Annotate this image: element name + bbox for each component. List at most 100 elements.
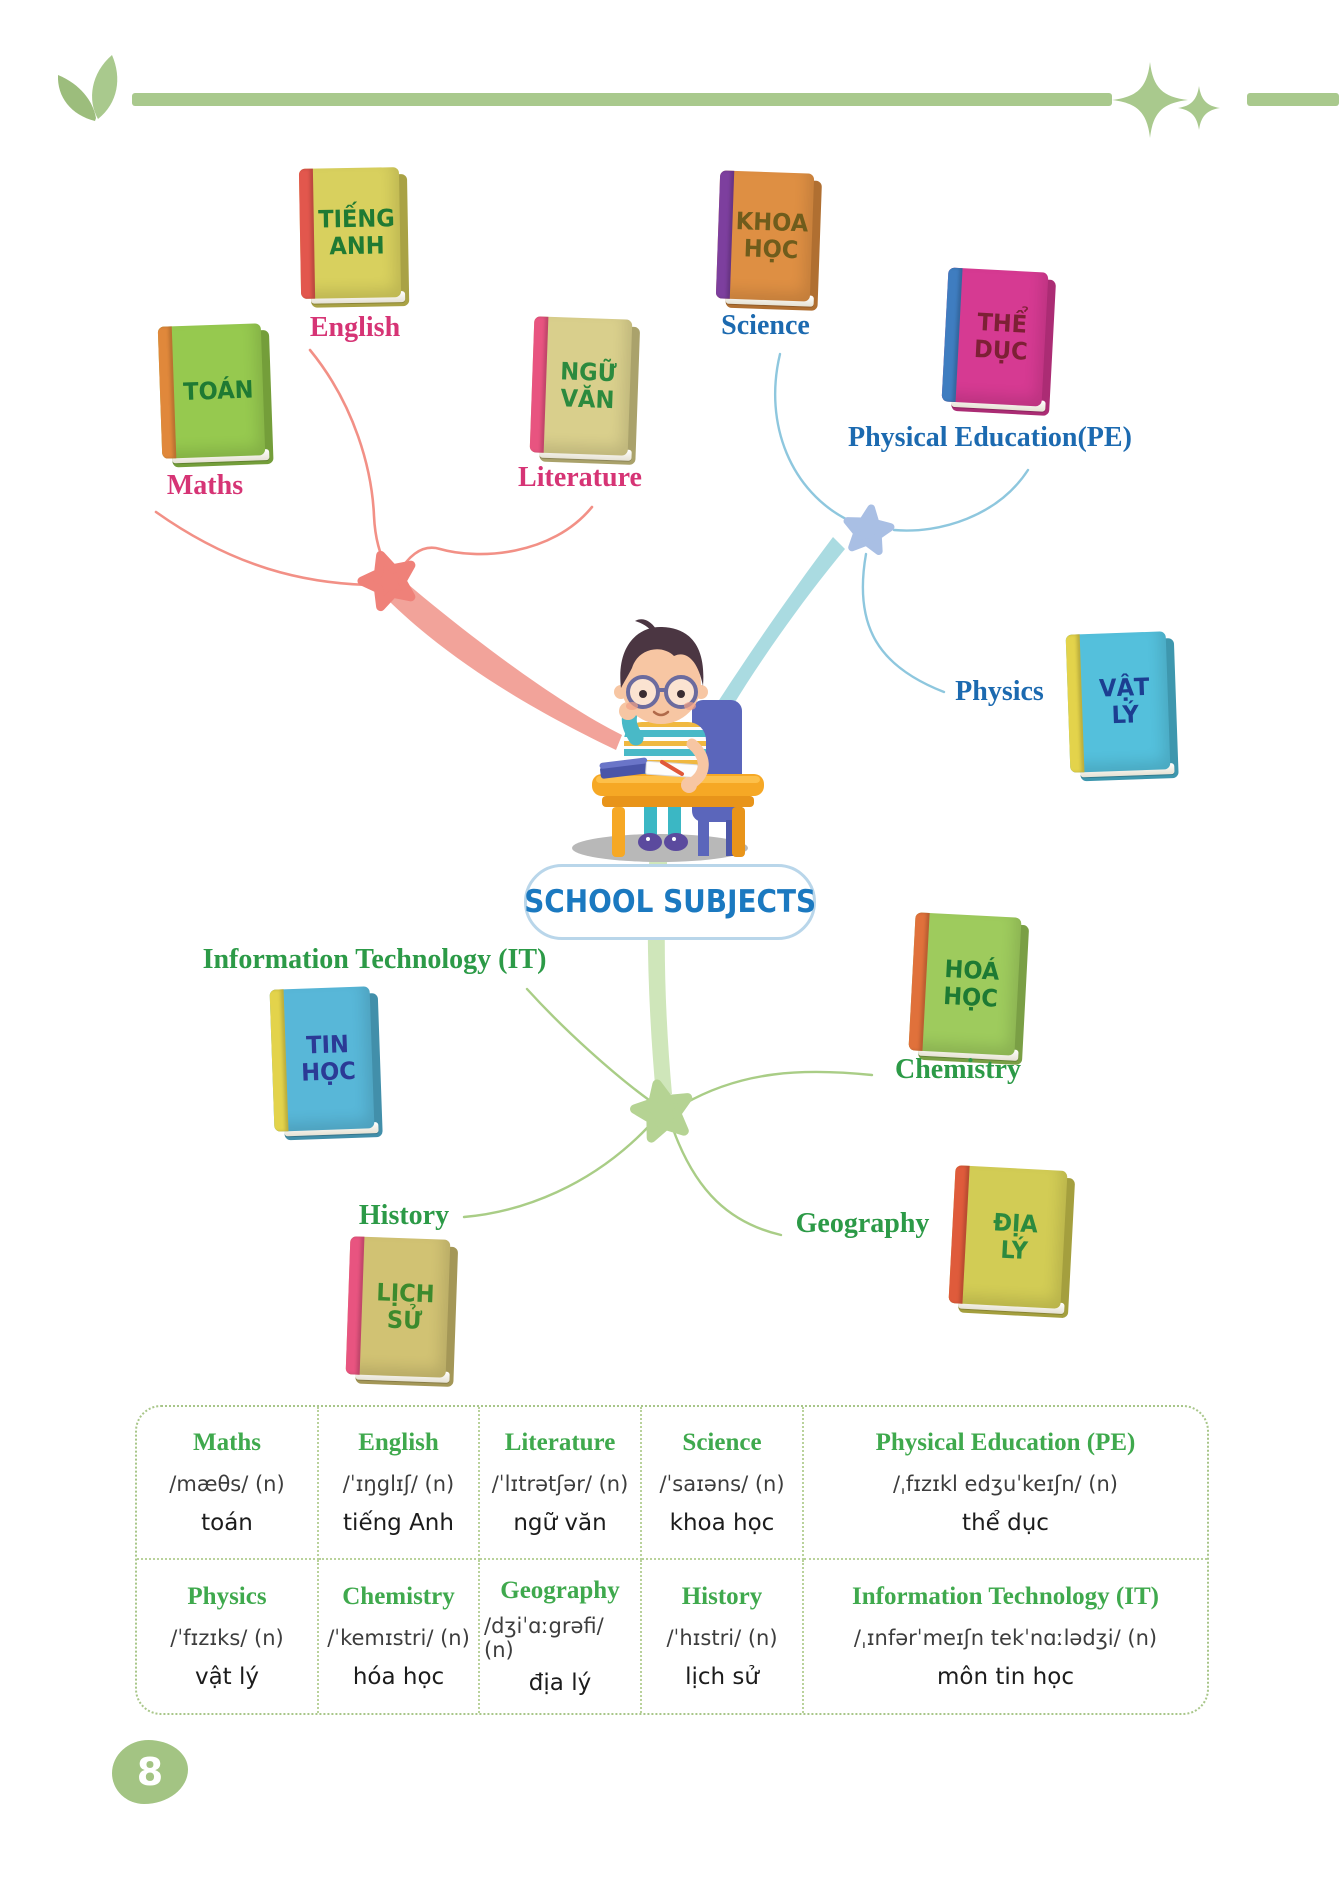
word-en: Physics bbox=[187, 1582, 267, 1610]
word-en: History bbox=[681, 1582, 763, 1610]
desk-leg bbox=[612, 807, 625, 857]
table-cell-literature: Literature /ˈlɪtrətʃər/ (n) ngữ văn bbox=[480, 1407, 642, 1560]
pink-hub-star-icon bbox=[357, 550, 416, 612]
book-title: THỂ DỤC bbox=[973, 308, 1029, 366]
hair bbox=[620, 626, 704, 688]
eye bbox=[677, 690, 685, 698]
notebook bbox=[599, 757, 649, 779]
word-en: Science bbox=[682, 1429, 762, 1457]
label-it: Information Technology (IT) bbox=[202, 944, 547, 975]
book-cover: VẬT LÝ bbox=[1065, 631, 1171, 773]
book-cover: KHOA HỌC bbox=[715, 170, 815, 302]
table-cell-physics: Physics /ˈfɪzɪks/ (n) vật lý bbox=[137, 1560, 319, 1713]
page-number-blob: 8 bbox=[112, 1740, 188, 1804]
book-physics: VẬT LÝ bbox=[1065, 631, 1179, 782]
word-en: Literature bbox=[504, 1429, 616, 1457]
table-cell-science: Science /ˈsaɪəns/ (n) khoa học bbox=[642, 1407, 804, 1560]
desk-leg bbox=[732, 807, 745, 857]
vocab-table: Maths /mæθs/ (n) toán English /ˈɪŋglɪʃ/ … bbox=[135, 1405, 1209, 1715]
book-cover: THỂ DỤC bbox=[941, 267, 1049, 407]
desk-apron bbox=[602, 796, 754, 807]
label-english: English bbox=[309, 312, 401, 343]
table-cell-chemistry: Chemistry /ˈkemɪstri/ (n) hóa học bbox=[319, 1560, 480, 1713]
label-literature: Literature bbox=[518, 462, 642, 493]
school-subjects-badge: SCHOOL SUBJECTS bbox=[524, 864, 816, 940]
book-chemistry: HOÁ HỌC bbox=[908, 912, 1030, 1066]
header-divider-bar-right bbox=[1247, 93, 1339, 106]
pink-branch-curves bbox=[154, 348, 594, 587]
chair-leg bbox=[698, 820, 709, 856]
table-cell-it: Information Technology (IT) /ˌɪnfərˈmeɪʃ… bbox=[804, 1560, 1207, 1713]
word-ipa: /mæθs/ (n) bbox=[169, 1471, 285, 1496]
word-ipa: /ˌfɪzɪkl edʒuˈkeɪʃn/ (n) bbox=[893, 1471, 1118, 1496]
green-branch-curves bbox=[462, 987, 874, 1237]
book-cover: LỊCH SỬ bbox=[345, 1236, 451, 1378]
word-en: Physical Education (PE) bbox=[875, 1429, 1136, 1457]
book-history: LỊCH SỬ bbox=[345, 1236, 459, 1387]
hair-tuft bbox=[635, 619, 656, 633]
word-vi: ngữ văn bbox=[513, 1509, 607, 1536]
book-cover: NGỮ VĂN bbox=[529, 316, 633, 456]
blush bbox=[626, 702, 638, 710]
word-vi: thể dục bbox=[962, 1509, 1049, 1536]
book-cover: HOÁ HỌC bbox=[908, 912, 1022, 1056]
blue-branch-curves bbox=[773, 352, 1030, 694]
smile bbox=[652, 710, 670, 717]
table-cell-pe: Physical Education (PE) /ˌfɪzɪkl edʒuˈke… bbox=[804, 1407, 1207, 1560]
book-cover: ĐỊA LÝ bbox=[948, 1165, 1068, 1309]
book-title: TOÁN bbox=[182, 375, 254, 406]
table-cell-maths: Maths /mæθs/ (n) toán bbox=[137, 1407, 319, 1560]
book-pe: THỂ DỤC bbox=[941, 267, 1057, 416]
boy-at-desk-illustration bbox=[572, 619, 764, 862]
boy-leg bbox=[668, 807, 681, 839]
book-title: ĐỊA LÝ bbox=[992, 1208, 1039, 1266]
word-vi: vật lý bbox=[194, 1664, 260, 1691]
word-vi: môn tin học bbox=[937, 1664, 1074, 1691]
word-ipa: /ˈfɪzɪks/ (n) bbox=[170, 1625, 284, 1650]
word-en: Information Technology (IT) bbox=[852, 1582, 1159, 1610]
book-title: NGỮ VĂN bbox=[559, 357, 617, 415]
word-ipa: /ˈsaɪəns/ (n) bbox=[659, 1471, 785, 1496]
book-cover: TIN HỌC bbox=[269, 986, 375, 1132]
shoe bbox=[664, 833, 688, 851]
word-ipa: /dʒiˈɑːgrəfi/ (n) bbox=[484, 1613, 604, 1662]
word-en: Chemistry bbox=[342, 1582, 455, 1610]
header-divider-bar bbox=[132, 93, 1112, 106]
word-vi: lịch sử bbox=[685, 1664, 759, 1691]
table-cell-geography: Geography /dʒiˈɑːgrəfi/ (n) địa lý bbox=[480, 1560, 642, 1713]
word-ipa: /ˈlɪtrətʃər/ (n) bbox=[491, 1471, 629, 1496]
shoe bbox=[638, 833, 662, 851]
label-geography: Geography bbox=[795, 1208, 930, 1239]
pencil bbox=[660, 760, 684, 776]
word-vi: toán bbox=[201, 1509, 253, 1536]
hand bbox=[681, 777, 697, 793]
chair-leg bbox=[726, 820, 737, 856]
book-english: TIẾNG ANH bbox=[298, 167, 410, 308]
book-title: KHOA HỌC bbox=[735, 207, 809, 265]
word-vi: địa lý bbox=[528, 1670, 592, 1697]
word-vi: khoa học bbox=[669, 1509, 775, 1536]
book-title: TIẾNG ANH bbox=[317, 204, 395, 261]
blue-hub-star-icon bbox=[843, 504, 895, 556]
book-it: TIN HỌC bbox=[269, 986, 383, 1141]
book-literature: NGỮ VĂN bbox=[529, 316, 641, 465]
book-spine bbox=[715, 170, 735, 299]
word-en: Maths bbox=[192, 1429, 262, 1457]
word-ipa: /ˈkemɪstri/ (n) bbox=[327, 1625, 470, 1650]
word-vi: hóa học bbox=[352, 1664, 445, 1691]
leaf-icon bbox=[57, 55, 118, 121]
label-physics: Physics bbox=[955, 676, 1044, 707]
label-pe: Physical Education(PE) bbox=[848, 422, 1132, 453]
label-history: History bbox=[358, 1200, 450, 1231]
book-maths: TOÁN bbox=[157, 323, 274, 468]
page-number: 8 bbox=[136, 1750, 164, 1794]
green-hub-star-icon bbox=[630, 1079, 693, 1143]
word-vi: tiếng Anh bbox=[343, 1509, 454, 1536]
boy-leg bbox=[644, 807, 657, 839]
word-en: English bbox=[358, 1429, 439, 1457]
word-ipa: /ˌɪnfərˈmeɪʃn tekˈnɑːlədʒi/ (n) bbox=[853, 1625, 1158, 1650]
book-geography: ĐỊA LÝ bbox=[948, 1165, 1076, 1319]
word-ipa: /ˈɪŋglɪʃ/ (n) bbox=[342, 1471, 455, 1496]
